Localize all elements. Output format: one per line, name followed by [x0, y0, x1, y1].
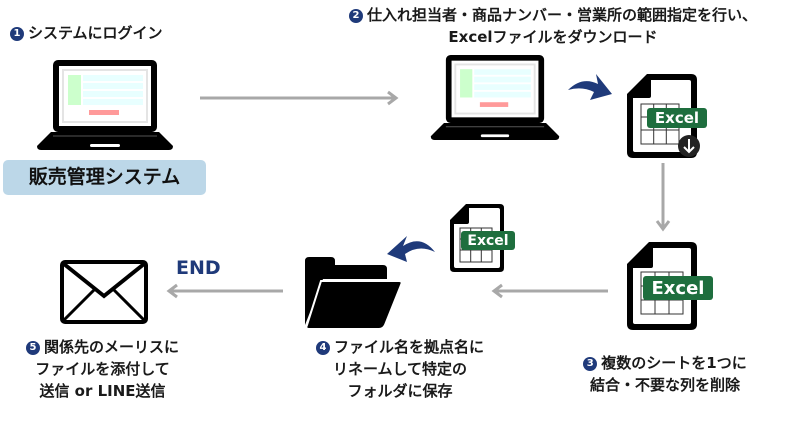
step-1-label: 1 システムにログイン [10, 22, 163, 44]
step-5-text-line3: 送信 or LINE送信 [39, 382, 166, 400]
step-4-text-line3: フォルダに保存 [347, 382, 453, 400]
excel-text: Excel [467, 233, 508, 249]
excel-file-icon: Excel [627, 242, 713, 330]
envelope-icon [60, 260, 148, 324]
arrow-left-1 [491, 283, 608, 299]
system-badge: 販売管理システム [3, 160, 206, 195]
excel-download-icon: Excel [627, 74, 707, 158]
curved-arrow-download [568, 74, 612, 100]
arrow-right-1 [200, 90, 399, 106]
excel-text: Excel [655, 109, 699, 127]
arrow-left-2 [166, 283, 283, 299]
step-number-4: 4 [315, 341, 330, 355]
excel-file-icon: Excel [450, 204, 515, 272]
step-number-1: 1 [10, 27, 24, 41]
laptop-icon [430, 55, 560, 140]
arrow-down [655, 163, 671, 232]
step-4-text-line1: ファイル名を拠点名に [333, 338, 484, 356]
step-number-5: 5 [25, 341, 40, 355]
step-4-text-line2: リネームして特定の [332, 360, 468, 378]
excel-text: Excel [652, 278, 705, 299]
step-5-text-line1: 関係先のメーリスに [43, 338, 179, 356]
step-3-text-line1: 複数のシートを1つに [601, 354, 747, 372]
step-3-text-line2: 結合・不要な列を削除 [589, 376, 740, 394]
step-number-2: 2 [348, 9, 363, 23]
curved-arrow-save [387, 236, 435, 262]
folder-icon [305, 257, 403, 330]
step-2-text-line2: Excelファイルをダウンロード [448, 28, 658, 46]
step-number-3: 3 [583, 357, 598, 371]
step-1-text: システムにログイン [28, 24, 163, 42]
end-label: END [176, 257, 221, 279]
step-2-text-line1: 仕入れ担当者・商品ナンバー・営業所の範囲指定を行い、 [366, 6, 757, 24]
step-5-text-line2: ファイルを添付して [35, 360, 170, 378]
laptop-icon [37, 60, 173, 150]
